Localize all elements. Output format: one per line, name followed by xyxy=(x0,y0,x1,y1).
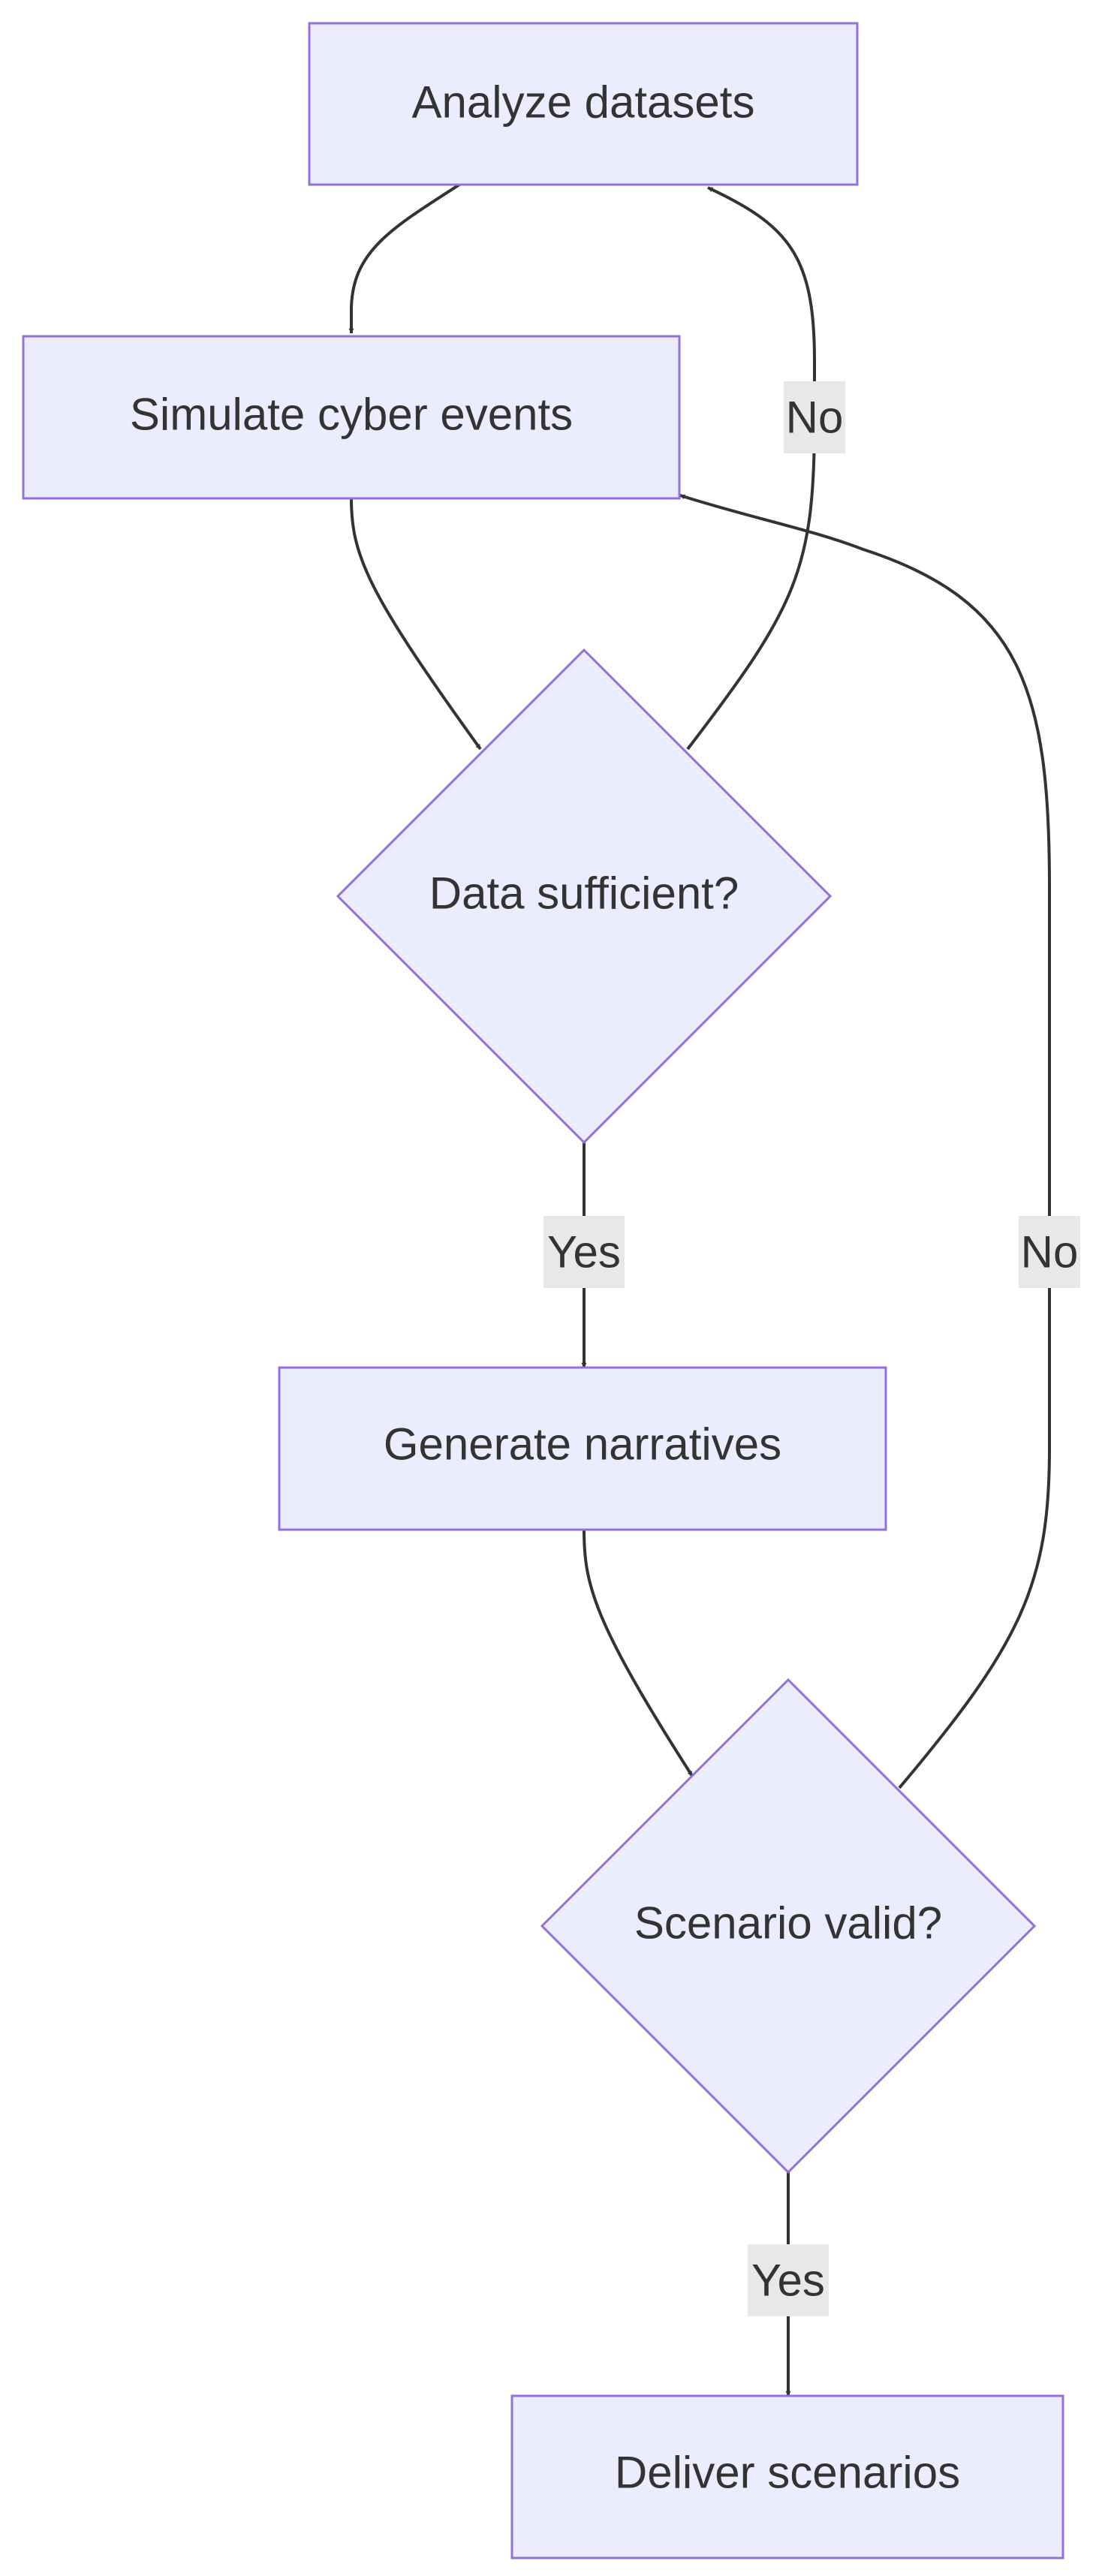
node-scenario-valid-decision: Scenario valid? xyxy=(540,1678,1037,2174)
node-label: Scenario valid? xyxy=(634,1898,942,1949)
nodes: Analyze datasets Simulate cyber events D… xyxy=(22,22,1064,2559)
node-label: Data sufficient? xyxy=(429,868,739,919)
node-data-sufficient-decision: Data sufficient? xyxy=(336,648,833,1145)
node-label: Simulate cyber events xyxy=(130,390,573,440)
node-label: Deliver scenarios xyxy=(615,2448,960,2498)
edge-label-text: No xyxy=(786,393,844,443)
node-simulate-cyber-events: Simulate cyber events xyxy=(22,335,681,500)
edge-label-scenario-valid-no: No xyxy=(1019,1216,1080,1288)
edge-data-sufficient-no-to-analyze xyxy=(686,186,816,751)
node-generate-narratives: Generate narratives xyxy=(278,1366,887,1531)
edge-generate-to-scenario-valid xyxy=(583,1529,694,1777)
edge-analyze-to-simulate xyxy=(348,183,461,334)
node-deliver-scenarios: Deliver scenarios xyxy=(510,2394,1064,2559)
edge-simulate-to-data-sufficient xyxy=(350,498,482,751)
node-label: Analyze datasets xyxy=(412,77,755,128)
edge-label-text: No xyxy=(1021,1227,1079,1277)
node-label: Generate narratives xyxy=(384,1419,781,1470)
edge-label-data-sufficient-no: No xyxy=(784,381,845,453)
edge-label-data-sufficient-yes: Yes xyxy=(543,1216,625,1288)
edge-scenario-valid-no-to-simulate xyxy=(679,494,1051,1789)
edge-label-text: Yes xyxy=(547,1227,621,1277)
edge-label-text: Yes xyxy=(751,2256,825,2306)
node-analyze-datasets: Analyze datasets xyxy=(308,22,859,186)
edge-labels: No Yes No Yes xyxy=(543,381,1080,2316)
edge-label-scenario-valid-yes: Yes xyxy=(748,2244,829,2316)
